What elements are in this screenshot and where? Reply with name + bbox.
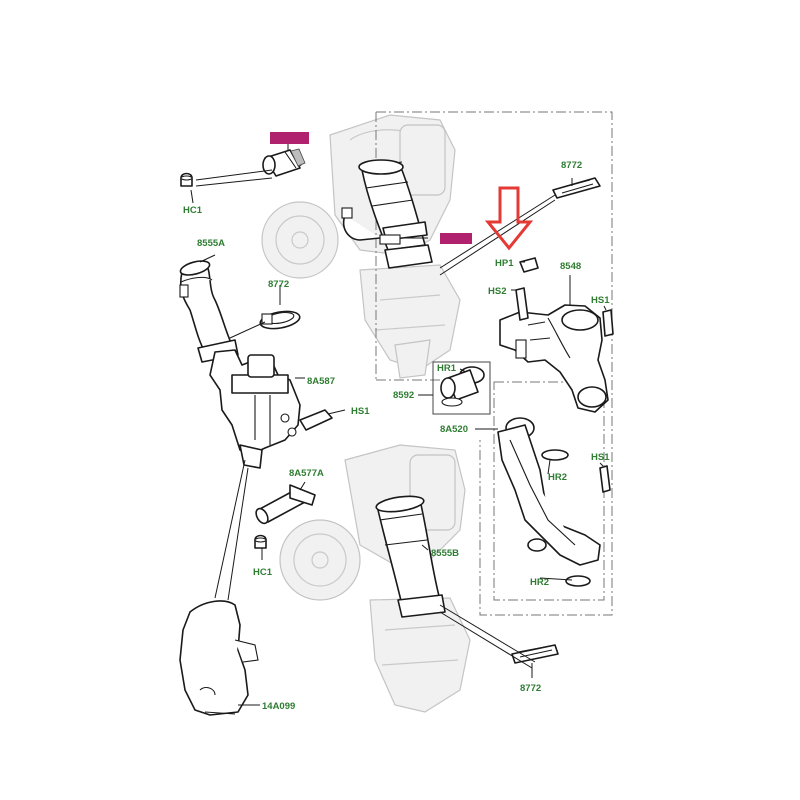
coolant-fitting-8592: [440, 366, 485, 407]
label-hs1-left: HS1: [351, 406, 370, 417]
label-hr2-bottom: HR2: [530, 577, 549, 588]
left-intake-hose-8555A: [179, 260, 239, 363]
label-hs1-right-bottom: HS1: [591, 452, 610, 463]
label-8772-top: 8772: [561, 160, 582, 171]
coolant-connector-top: [180, 148, 306, 187]
label-8548: 8548: [560, 261, 581, 272]
coolant-connector-8A577A: [254, 484, 316, 549]
label-hc1-bottom: HC1: [253, 567, 273, 578]
label-8772-mid: 8772: [268, 279, 289, 290]
label-14a099: 14A099: [262, 701, 295, 712]
coolant-housing-8A587: [209, 349, 333, 469]
label-8592: 8592: [393, 390, 414, 401]
label-8a587: 8A587: [307, 376, 335, 387]
upper-intake-hose: [341, 159, 433, 269]
label-hs2: HS2: [488, 286, 506, 297]
label-8a577a: 8A577A: [289, 468, 324, 479]
redacted-label-highlight: [440, 233, 472, 244]
coolant-pipe-8A520: [497, 417, 611, 587]
down-arrow-icon: [484, 186, 534, 251]
label-hs1-right-top: HS1: [591, 295, 610, 306]
lower-intake-hose-8555B: [375, 495, 446, 618]
clamp-8772-bottom: [511, 644, 559, 664]
clamp-8772-top: [552, 177, 601, 199]
thermostat-housing-8548: [499, 257, 614, 413]
label-hc1-top: HC1: [183, 205, 203, 216]
label-hr2-top: HR2: [548, 472, 567, 483]
label-8555a: 8555A: [197, 238, 225, 249]
label-8772-bottom: 8772: [520, 683, 541, 694]
clamp-8772-mid: [259, 310, 301, 330]
engine-cover-14A099: [179, 600, 259, 716]
label-hr1: HR1: [437, 363, 457, 374]
part-labels: HC1 8555A 8772 8A587 HS1 8A577A HC1 14A0…: [183, 160, 610, 712]
label-8a520: 8A520: [440, 424, 468, 435]
ghost-engine-top: [261, 114, 461, 379]
redacted-label-highlight: [270, 132, 309, 144]
label-hp1: HP1: [495, 258, 514, 269]
ghost-engine-bottom: [279, 444, 471, 713]
label-8555b: 8555B: [431, 548, 459, 559]
